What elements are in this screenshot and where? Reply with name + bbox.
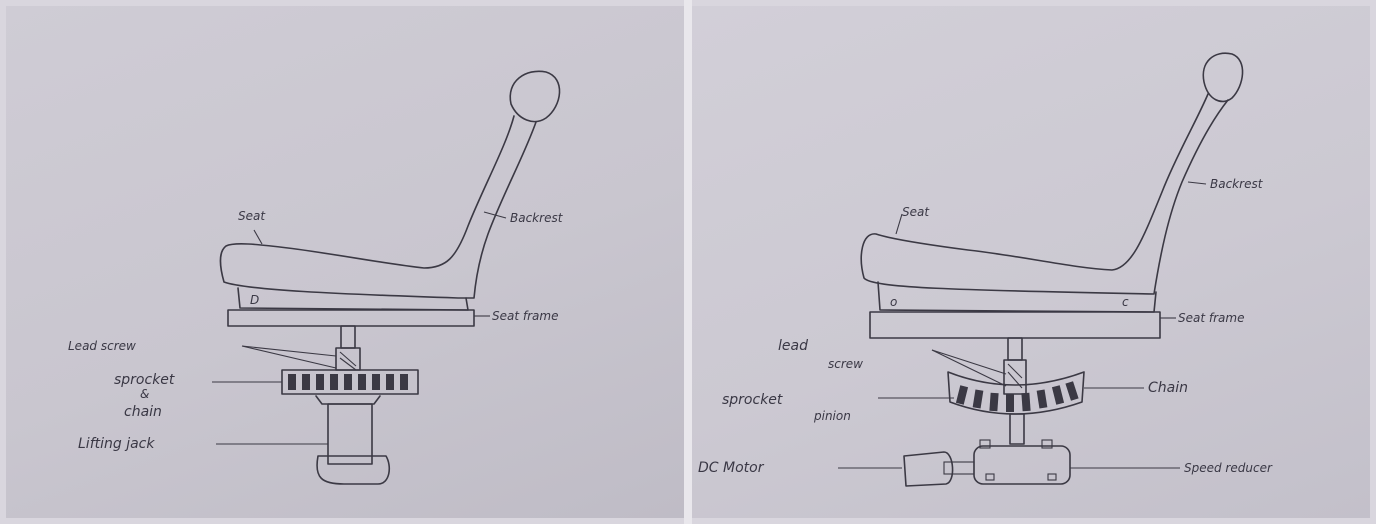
left-lead-screw-top — [341, 326, 355, 348]
left-seat-frame — [228, 310, 474, 326]
right-label-sprocket-1: sprocket — [722, 392, 783, 408]
right-diagram-panel: o c — [692, 6, 1370, 518]
left-lead-leader-1 — [242, 346, 336, 356]
panel-divider — [684, 0, 692, 524]
left-diagram-panel: D Seat Ba — [6, 6, 684, 518]
right-label-speed-reducer: Speed reducer — [1184, 461, 1273, 475]
left-label-backrest: Backrest — [510, 211, 564, 225]
right-motor-shaft — [1010, 414, 1024, 444]
left-label-sprocket-2: & — [140, 387, 149, 401]
left-label-sprocket-3: chain — [124, 404, 162, 420]
left-backrest — [221, 116, 537, 298]
left-label-lead-screw: Lead screw — [68, 339, 136, 353]
right-label-seat: Seat — [902, 205, 930, 219]
right-label-chain: Chain — [1148, 380, 1188, 396]
right-label-lead-2: screw — [828, 357, 863, 371]
left-lifting-jack — [328, 404, 372, 464]
right-lead-leader-2 — [932, 350, 1006, 386]
right-label-sprocket-2: pinion — [813, 409, 851, 423]
right-small-marker-1: o — [890, 295, 897, 309]
right-seat-diagram: o c — [692, 6, 1370, 518]
left-jack-top — [316, 396, 380, 404]
right-lead-leader-1 — [932, 350, 1006, 374]
left-lead-leader-2 — [242, 346, 336, 368]
left-headrest — [510, 71, 559, 121]
right-lead-screw — [1004, 360, 1026, 394]
right-chain-links — [956, 381, 1079, 412]
left-label-lifting-jack: Lifting jack — [78, 436, 155, 452]
left-label-seat-frame: Seat frame — [492, 309, 558, 323]
right-seat-frame — [870, 312, 1160, 338]
right-backrest — [861, 94, 1228, 294]
left-seat-leader — [254, 230, 262, 244]
right-lead-screw-top — [1008, 338, 1022, 360]
right-headrest — [1203, 53, 1242, 101]
left-chain-links — [288, 374, 408, 390]
right-dc-motor — [904, 452, 953, 486]
left-small-marker: D — [250, 293, 259, 307]
right-label-seat-frame: Seat frame — [1178, 311, 1244, 325]
right-backrest-leader — [1188, 182, 1206, 184]
left-label-sprocket-1: sprocket — [114, 372, 175, 388]
left-seat-diagram: D Seat Ba — [6, 6, 684, 518]
right-label-lead-1: lead — [778, 338, 808, 354]
left-seat-base — [238, 288, 468, 310]
right-sprocket-chain — [948, 372, 1084, 414]
right-seat-base — [878, 282, 1156, 312]
left-label-seat: Seat — [238, 209, 266, 223]
right-label-dc-motor: DC Motor — [698, 460, 765, 476]
right-label-backrest: Backrest — [1210, 177, 1264, 191]
right-small-marker-2: c — [1122, 295, 1129, 309]
